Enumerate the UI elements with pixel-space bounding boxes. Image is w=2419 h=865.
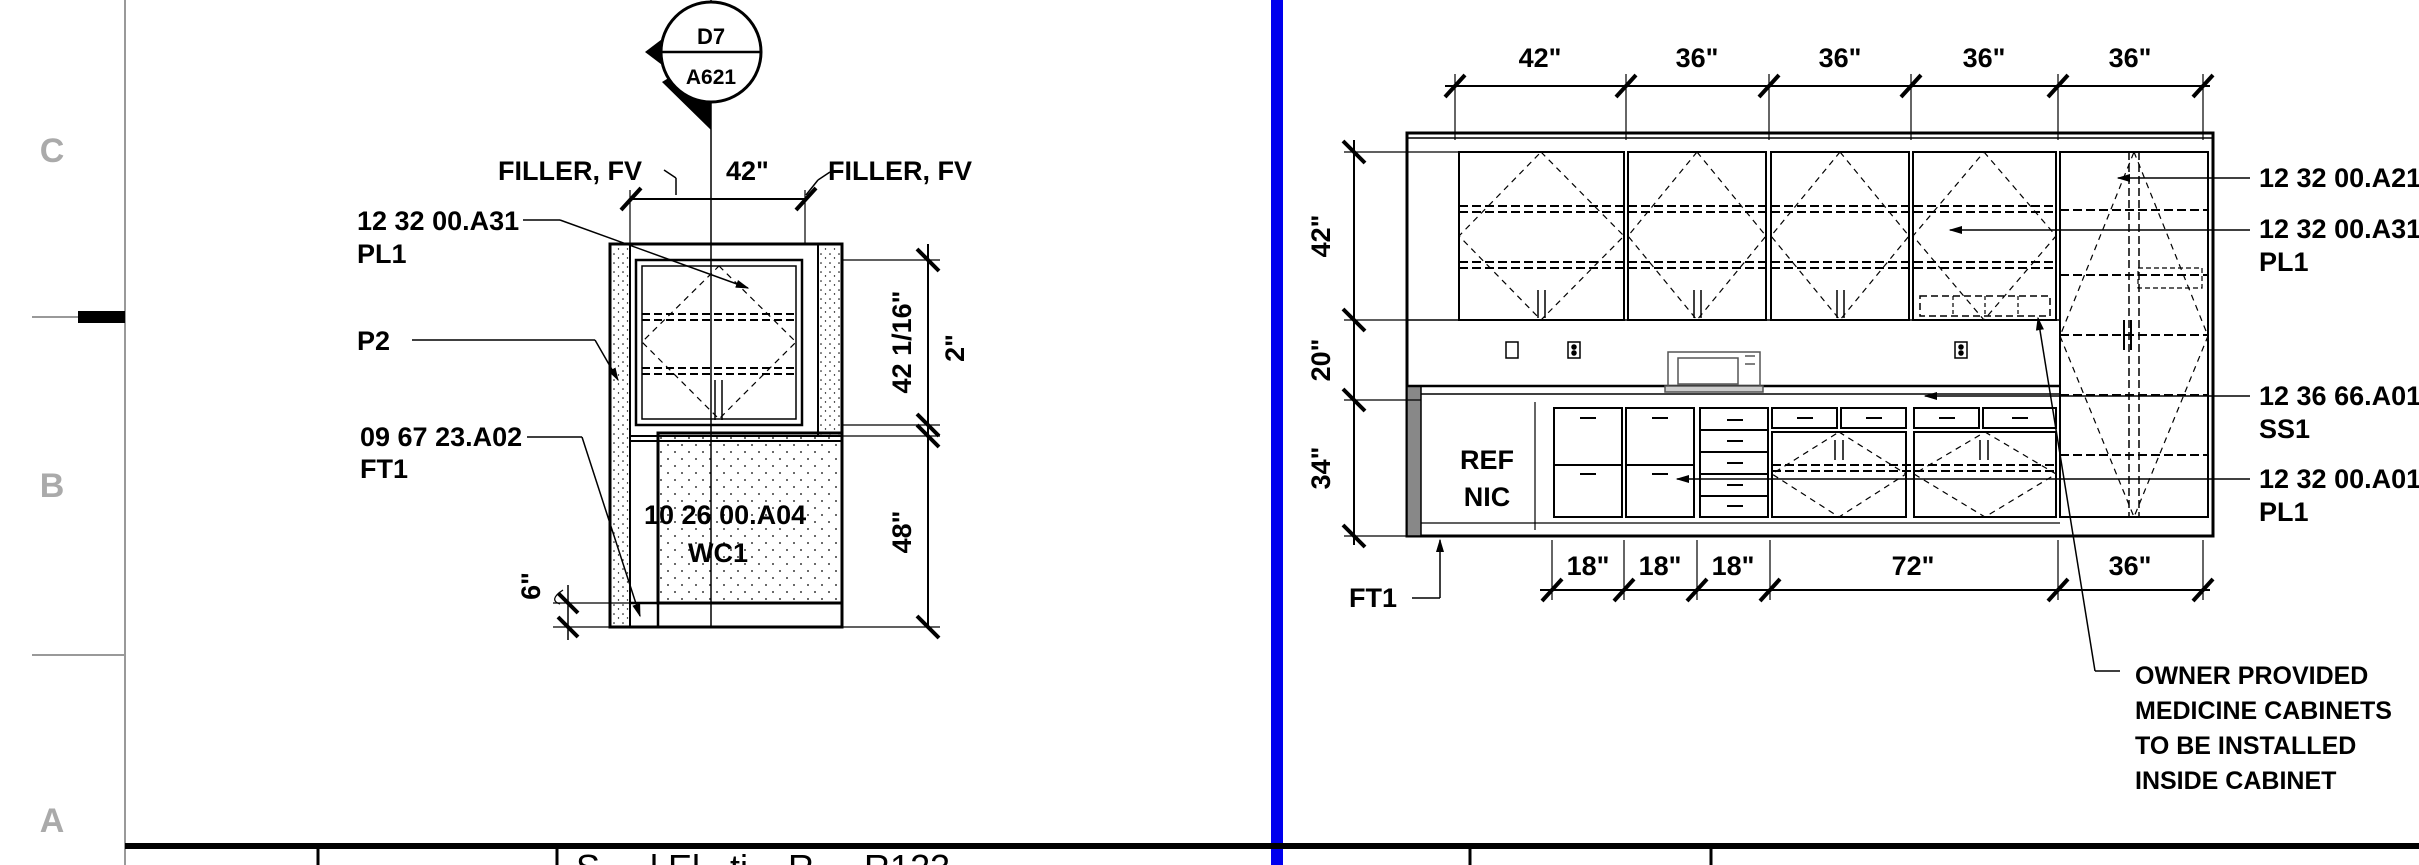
width-dimension: 42" (726, 156, 769, 186)
section-marker-bottom: A621 (686, 66, 737, 89)
tag-a21: 12 32 00.A21 (2259, 163, 2419, 193)
tag-a01: 12 32 00.A01 (2259, 464, 2419, 494)
tag-a01-finish: PL1 (2259, 497, 2309, 527)
bottom-dim-5: 36" (2109, 551, 2152, 581)
nic-label: NIC (1464, 482, 1511, 512)
note-line-4: INSIDE CABINET (2135, 767, 2336, 795)
section-marker: D7 A621 (645, 0, 763, 130)
tag-a31: 12 32 00.A31 (2259, 214, 2419, 244)
title-block-title: S l El ti R R123 (576, 847, 950, 865)
note-line-1: OWNER PROVIDED (2135, 662, 2368, 690)
right-elevation-labels: 42" 36" 36" 36" 36" 42" 20" 34" 18" 18" … (1306, 43, 2419, 795)
left-elevation-labels: FILLER, FV FILLER, FV 42" 12 32 00.A31 P… (357, 156, 972, 600)
top-dim-5: 36" (2109, 43, 2152, 73)
note-line-2: MEDICINE CABINETS (2135, 697, 2392, 725)
tag-ss-finish: SS1 (2259, 414, 2310, 444)
note-line-3: TO BE INSTALLED (2135, 732, 2356, 760)
center-tag: 10 26 00.A04 (644, 500, 806, 530)
backsplash-outlets (1505, 341, 1968, 359)
tag-floor: 09 67 23.A02 (360, 422, 522, 452)
dim-lower: 48" (887, 511, 917, 554)
microwave (1664, 351, 1764, 393)
grid-label-b: B (40, 467, 65, 505)
bottom-dim-2: 18" (1639, 551, 1682, 581)
left-dim-2: 20" (1306, 339, 1336, 382)
bottom-dim-3: 18" (1712, 551, 1755, 581)
dim-upper: 42 1/16" (887, 291, 917, 394)
filler-label-right: FILLER, FV (828, 156, 972, 186)
base-cabinets (1421, 402, 2060, 530)
grid-label-a: A (40, 802, 65, 840)
center-finish: WC1 (688, 538, 748, 568)
tag-a31-finish: PL1 (2259, 247, 2309, 277)
ft1-label: FT1 (1349, 583, 1397, 613)
section-marker-top: D7 (697, 24, 725, 49)
grid-label-c: C (40, 132, 65, 170)
tag-paint: P2 (357, 326, 390, 356)
bottom-dim-4: 72" (1892, 551, 1935, 581)
left-dim-3: 34" (1306, 447, 1336, 490)
tall-cabinet (2059, 150, 2209, 519)
left-elevation (412, 0, 941, 640)
right-elevation (1341, 73, 2250, 672)
tag-ss: 12 36 66.A01 (2259, 381, 2419, 411)
filler-label-left: FILLER, FV (498, 156, 642, 186)
top-dim-3: 36" (1819, 43, 1862, 73)
dim-gap: 2" (940, 334, 970, 362)
tag-cabinet-finish: PL1 (357, 239, 407, 269)
ref-label: REF (1460, 445, 1514, 475)
bottom-dim-1: 18" (1567, 551, 1610, 581)
viewport-divider (1271, 0, 1283, 865)
top-dim-4: 36" (1963, 43, 2006, 73)
title-block (125, 843, 2419, 865)
grid-tick-mark (78, 311, 125, 323)
dim-base: 6" (516, 572, 546, 600)
top-dim-2: 36" (1676, 43, 1719, 73)
tag-floor-finish: FT1 (360, 454, 408, 484)
left-dim-1: 42" (1306, 215, 1336, 258)
tag-cabinet: 12 32 00.A31 (357, 206, 519, 236)
top-dim-1: 42" (1519, 43, 1562, 73)
upper-cabinets (1458, 151, 2057, 321)
